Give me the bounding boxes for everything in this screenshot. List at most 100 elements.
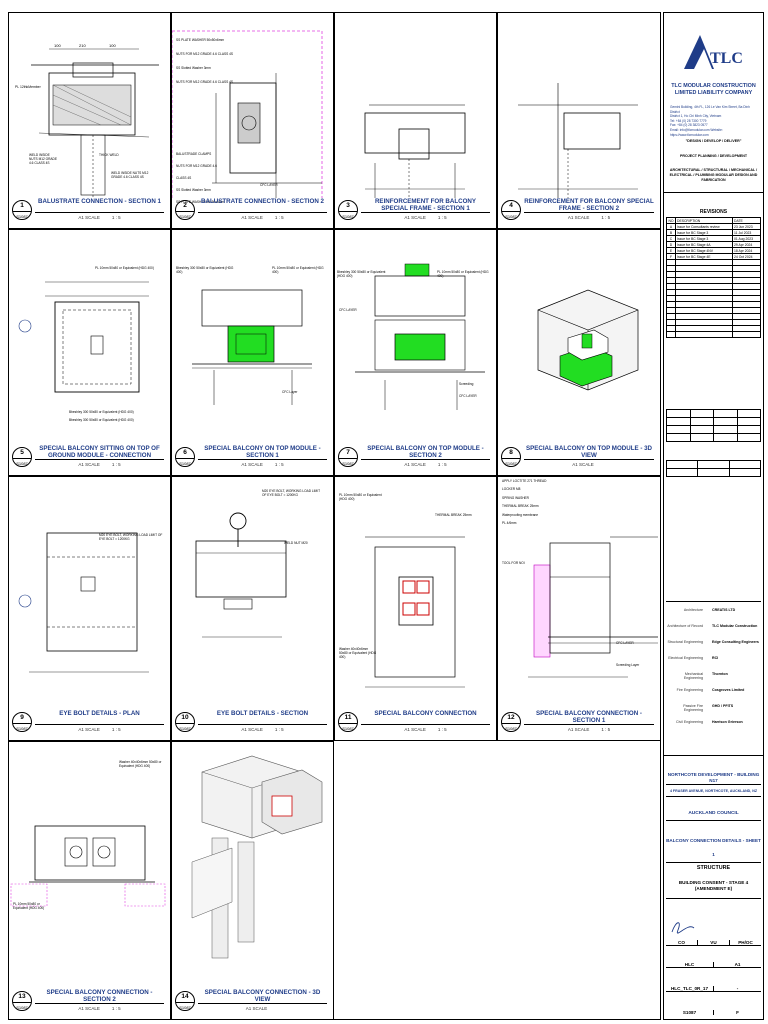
drawing-balcony-top-module-2 [355,263,485,410]
note-bbeshley-1: Bbeshley 300 50x80 or Equivalent (HDG 40… [69,410,134,414]
note-cfc: CFC LAYER [616,641,634,645]
detail-panel-9: M20 EYE BOLT, WORKING LOAD LIMIT OF EYE … [8,476,171,741]
note-thick-weld: THICK WELD [99,153,119,157]
detail-panel-6: Bbeshley 300 50x80 or Equivalent (HDG 40… [171,229,334,476]
note-cfc: CFC LAYER [260,183,278,187]
stage: BUILDING CONSENT - STAGE 4 (AMENDMENT E) [666,880,761,899]
drawing-balustrate-section-2 [172,30,323,198]
drawing-special-balcony-3d [191,755,323,959]
drawing-special-balcony-section-1 [528,536,658,678]
project-info: NORTHCOTE DEVELOPMENT - BUILDING N17 4 F… [664,755,763,1015]
drawing-balcony-3d-view [537,289,639,391]
drawing-balustrate-section-1: 100 210 100 [31,43,159,198]
note-screeding: Screeding Layer [616,663,640,667]
note-pl10: PL 10mm 50x80 or Equivalent (HDG 400) [95,266,154,270]
detail-panel-13: Washer 40x40x6mm 50x80 or Equivalent (HD… [8,741,171,1020]
note-tool: TOOL FOR NOI [502,561,525,565]
project-number: HLC_TLC_0R_17- [666,986,761,992]
note-screeding: Screeding [459,382,474,386]
note-thermal: THERMAL BREAK 25mm [435,513,472,517]
detail-panel-1: 100 210 100 PL 12thkMember WELD INSIDE NUT… [8,12,171,229]
note-pl10: PL 10mm 50x80 or Equivalent (HDG 400) [339,493,382,501]
note-eyebolt: M20 EYE BOLT, WORKING LOAD LIMIT OF EYE … [99,533,163,541]
drawing-eye-bolt-section [195,512,287,638]
detail-panel-5: PL 10mm 50x80 or Equivalent (HDG 400) Bb… [8,229,171,476]
drawing-special-balcony-section-2 [10,825,166,907]
note-bbeshley-2: Bbeshley 300 50x80 or Equivalent (HDG 40… [69,418,134,422]
svg-text:210: 210 [79,43,86,48]
drawing-title: BALCONY CONNECTION DETAILS - SHEET 1 [666,834,761,863]
company-slogan: "DESIGN / DEVELOP / DELIVER" [685,139,742,143]
company-header: TLC TLC MODULAR CONSTRUCTION LIMITED LIA… [664,13,763,193]
drawing-balcony-top-module-1 [192,289,312,405]
company-address: Gemini Building, 4th FL, 126 Le Van Kim … [670,105,750,137]
note-pl10: PL 10mm 50x80 or Equivalent (HDG 400) [13,902,45,910]
discipline: STRUCTURE [696,865,731,871]
legend-table [665,409,762,477]
council: AUCKLAND COUNCIL [666,808,761,821]
note-weld-nuts: WELD INSIDE NUTS M12 GRADE 4.6 CLASS 4S [29,153,57,165]
note-pl10: PL 10mm 50x80 or Equivalent (HDG 400) [437,270,489,278]
drawing-eye-bolt-plan [18,532,149,673]
detail-title: BALUSTRATE CONNECTION - SECTION 1 [38,198,161,205]
tlc-logo-icon: TLC [684,35,743,69]
revisions-title: REVISIONS [699,209,728,215]
note-cfc-2: CFC LAYER [459,394,477,398]
note-weld-nuts-2: WELD INSIDE NUTS M12 GRADE 4.6 CLASS 4S [111,171,149,179]
drawing-balcony-ground-connection [18,281,149,393]
company-name: TLC MODULAR CONSTRUCTION LIMITED LIABILI… [671,83,756,96]
detail-panel-7: Bbeshley 300 50x80 or Equivalent (HDG 40… [334,229,497,476]
note-washer: Washer 40x40x6mm 50x80 or Equivalent (HD… [339,647,377,659]
drawing-reinforcement-section-2 [518,83,638,198]
note-washer: Washer 40x40x6mm 50x80 or Equivalent (HD… [119,760,162,768]
detail-panel-10: M20 EYE BOLT, WORKING LOAD LIMIT OF EYE … [171,476,334,741]
title-block: TLC TLC MODULAR CONSTRUCTION LIMITED LIA… [663,12,764,1020]
note-bbeshley: Bbeshley 300 50x80 or Equivalent (HDG 40… [176,266,234,274]
project-address: 4 FRASER AVENUE, NORTHCOTE, AUCKLAND, NZ [666,786,761,797]
drawing-special-balcony-connection [365,536,465,688]
note-weldnut: WELD NUT M20 [284,541,308,545]
note-member: PL 12thkMember [15,85,41,89]
drawing-reinforcement-section-1 [364,104,466,198]
detail-panel-11: PL 10mm 50x80 or Equivalent (HDG 400) TH… [334,476,497,741]
services-1: PROJECT PLANNING / DEVELOPMENT [679,154,748,158]
note-cfc: CFC Layer [282,390,298,394]
signature-icon [671,922,695,934]
svg-text:TLC: TLC [710,50,743,67]
services-2: ARCHITECTURAL / STRUCTURAL / MECHANICAL … [669,168,758,182]
project-name: NORTHCOTE DEVELOPMENT - BUILDING N17 [666,772,761,785]
svg-text:100: 100 [54,43,61,48]
svg-text:100: 100 [109,43,116,48]
note-pl10: PL 10mm 50x80 or Equivalent (HDG 400) [272,266,324,274]
note-eyebolt: M20 EYE BOLT, WORKING LOAD LIMIT OF EYE … [262,489,320,497]
